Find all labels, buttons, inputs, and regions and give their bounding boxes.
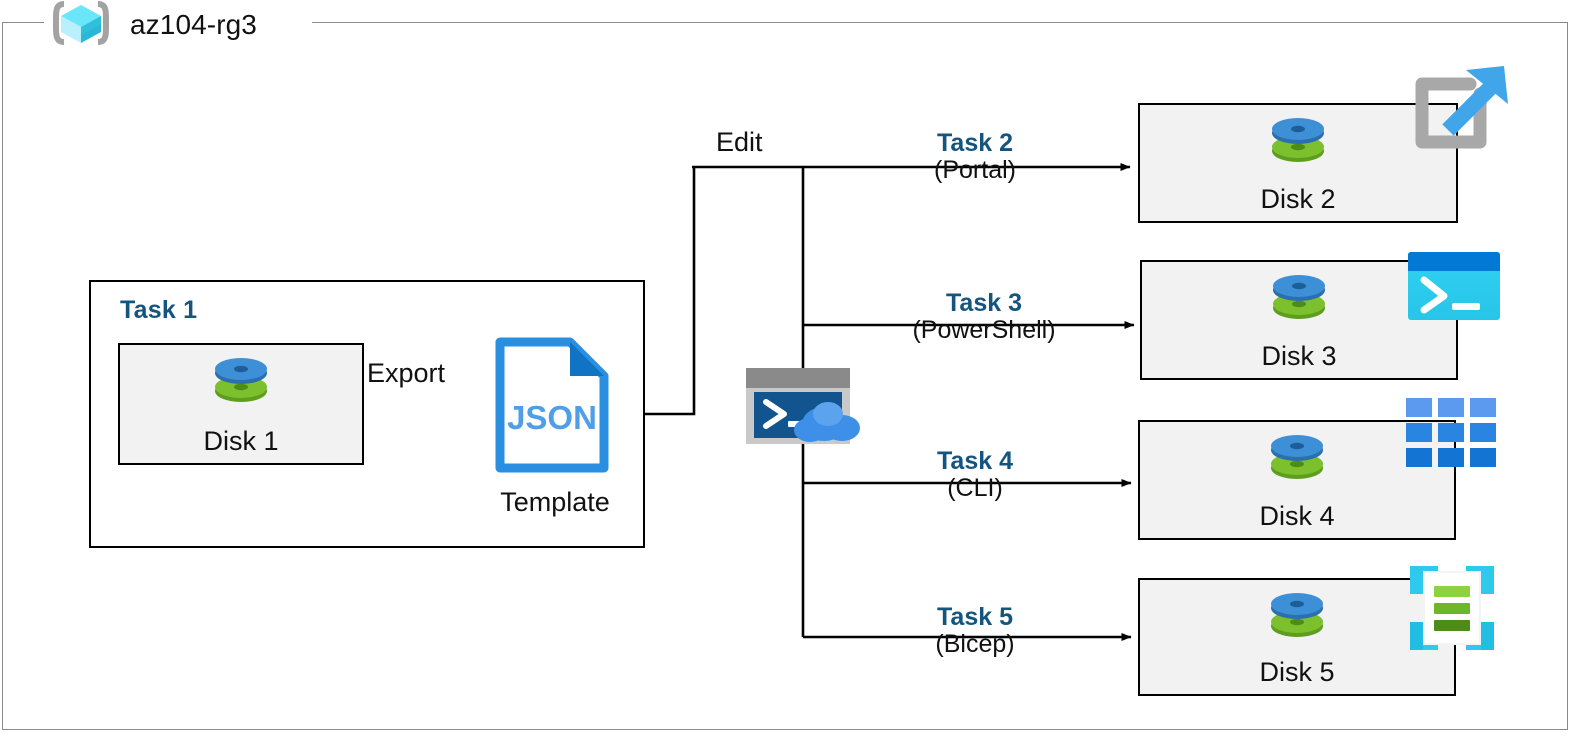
task4-method: (CLI) [947,474,1003,503]
disk3-box[interactable]: Disk 3 [1140,260,1458,380]
disk5-caption: Disk 5 [1259,657,1335,687]
edit-label: Edit [716,127,763,157]
disk2-box[interactable]: Disk 2 [1138,103,1458,223]
resource-group-header: az104-rg3 [44,0,257,50]
disk2-caption: Disk 2 [1260,184,1336,214]
resource-group-cube-icon [44,0,118,53]
disk3-caption: Disk 3 [1261,341,1337,371]
branch-label-task5: Task 5 (Bicep) [860,604,1090,659]
resource-group-frame [2,22,1568,730]
stacked-disk-icon [1266,430,1328,488]
branch-label-task3: Task 3 (PowerShell) [860,290,1108,345]
json-file-icon[interactable]: JSON [490,335,614,480]
task2-label: Task 2 [937,129,1013,157]
disk4-caption: Disk 4 [1259,501,1335,531]
task5-method: (Bicep) [935,630,1015,659]
stacked-disk-icon [210,353,272,411]
disk1-box[interactable]: Disk 1 [118,343,364,465]
template-caption: Template [500,487,610,517]
task1-label: Task 1 [120,296,198,324]
disk4-box[interactable]: Disk 4 [1138,420,1456,540]
branch-label-task2: Task 2 (Portal) [860,130,1090,185]
powershell-console-icon[interactable] [1406,250,1502,329]
disk5-box[interactable]: Disk 5 [1138,578,1456,696]
disk1-caption: Disk 1 [203,426,279,456]
azure-cli-grid-icon[interactable] [1406,398,1498,473]
task4-label: Task 4 [937,447,1013,475]
task3-method: (PowerShell) [912,316,1056,345]
export-label: Export [367,358,446,388]
task5-label: Task 5 [937,603,1013,631]
cloud-shell-icon[interactable] [744,366,866,453]
open-in-new-window-icon[interactable] [1404,58,1516,173]
task2-method: (Portal) [934,156,1016,185]
task3-label: Task 3 [946,289,1022,317]
bicep-template-icon[interactable] [1404,560,1500,661]
json-file-label: JSON [507,399,597,436]
resource-group-title: az104-rg3 [130,9,257,40]
stacked-disk-icon [1266,588,1328,646]
stacked-disk-icon [1267,113,1329,171]
branch-label-task4: Task 4 (CLI) [860,448,1090,503]
stacked-disk-icon [1268,270,1330,328]
